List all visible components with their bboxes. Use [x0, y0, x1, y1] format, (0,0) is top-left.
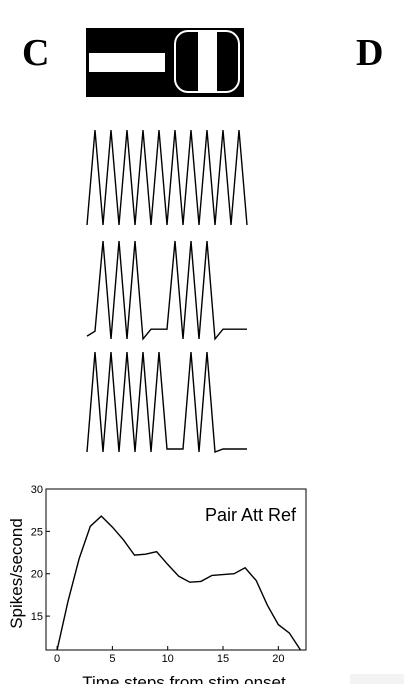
x-tick-label-5: 5 [109, 653, 115, 665]
y-tick-label-25: 25 [31, 526, 43, 538]
x-axis-label: Time steps from stim onset [82, 673, 286, 684]
y-axis-label: Spikes/second [7, 518, 26, 629]
stimulus-icon [86, 28, 244, 97]
x-tick-label-10: 10 [162, 653, 174, 665]
x-tick-label-15: 15 [217, 653, 229, 665]
vertical-bar-stimulus [198, 32, 217, 93]
horizontal-bar-stimulus [89, 53, 165, 72]
spike-train-2 [86, 240, 247, 341]
y-tick-label-30: 30 [31, 484, 43, 496]
x-tick-label-20: 20 [272, 653, 284, 665]
panel-d-edge [350, 674, 404, 684]
panel-label-c: C [22, 32, 50, 74]
y-tick-label-20: 20 [31, 569, 43, 581]
rate-curve [56, 515, 302, 651]
y-tick-label-15: 15 [31, 611, 43, 623]
x-tick-label-0: 0 [54, 653, 60, 665]
spike-train-3 [86, 351, 247, 453]
spike-train-1 [86, 129, 248, 226]
series-annotation: Pair Att Ref [205, 505, 297, 525]
panel-label-d: D [356, 32, 384, 74]
plot-frame [45, 488, 307, 651]
